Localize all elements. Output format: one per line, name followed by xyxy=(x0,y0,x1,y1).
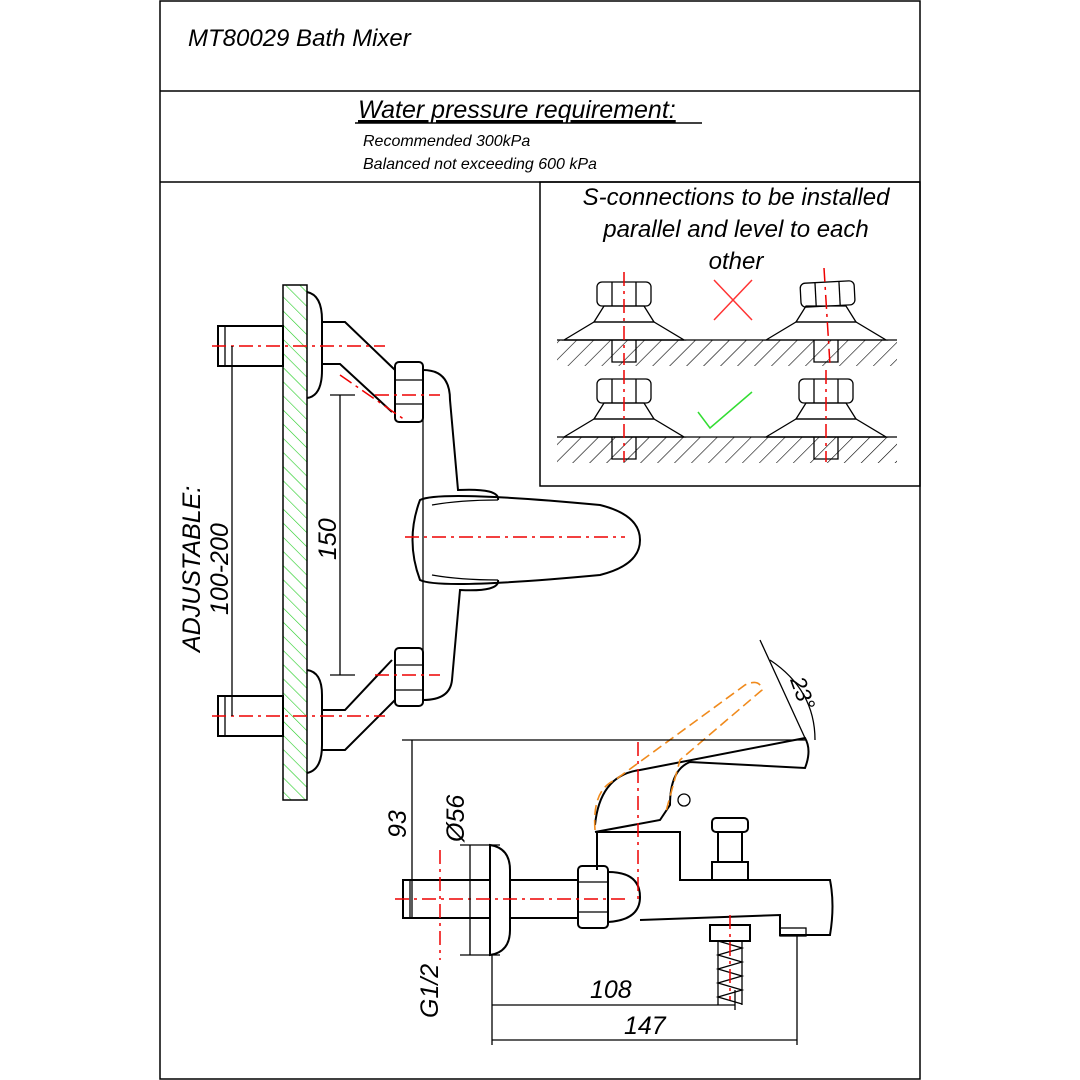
dimension-flange-dia: Ø56 xyxy=(442,795,470,843)
side-elevation xyxy=(395,639,834,1045)
drawing-title: MT80029 Bath Mixer xyxy=(188,25,412,52)
note-line-1: S-connections to be installed xyxy=(583,184,891,211)
adjustable-label: ADJUSTABLE: xyxy=(178,486,206,654)
pressure-heading: Water pressure requirement: xyxy=(358,96,676,124)
front-elevation xyxy=(212,284,642,801)
dimension-108: 108 xyxy=(590,976,632,1004)
adjustable-range: 100-200 xyxy=(206,523,234,615)
dimension-thread: G1/2 xyxy=(416,964,444,1018)
note-line-3: other xyxy=(709,248,765,275)
note-line-2: parallel and level to each xyxy=(602,216,869,243)
dimension-93: 93 xyxy=(384,810,412,838)
pressure-recommended: Recommended 300kPa xyxy=(363,133,530,150)
dimension-147: 147 xyxy=(624,1012,667,1040)
correct-check-icon xyxy=(697,391,753,430)
s-connection-inset: S-connections to be installed parallel a… xyxy=(539,181,921,487)
wrong-cross-icon xyxy=(713,279,753,321)
pressure-max: Balanced not exceeding 600 kPa xyxy=(363,156,597,173)
dimension-150: 150 xyxy=(314,518,342,560)
